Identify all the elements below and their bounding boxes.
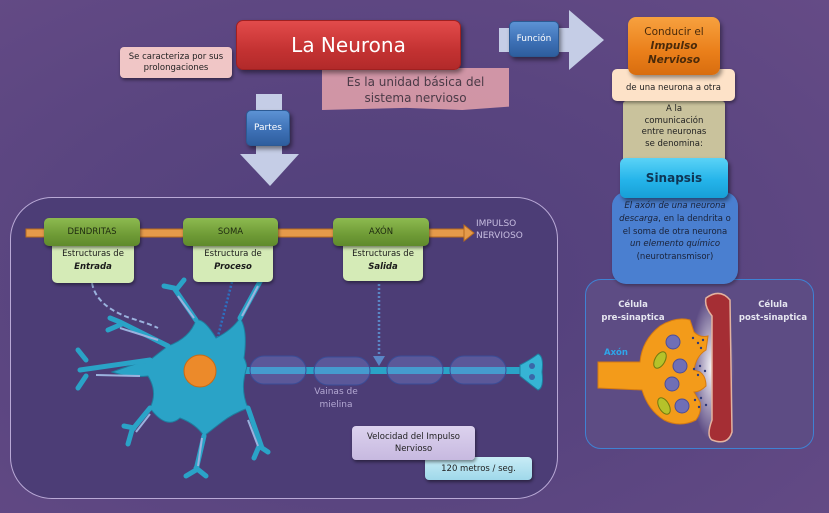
comunicacion-note: A la comunicación entre neuronas se deno… bbox=[623, 101, 725, 159]
desc-italic-1: El axón de una neurona descarga bbox=[619, 201, 726, 224]
mitochondria bbox=[653, 351, 671, 415]
dendritas-desc-line: Estructuras de bbox=[62, 249, 124, 259]
comunicacion-line: A la bbox=[665, 104, 683, 114]
synaptic-vesicles bbox=[664, 334, 690, 414]
neurotransmitters bbox=[691, 336, 708, 409]
axon bbox=[240, 353, 543, 391]
comunicacion-line: se denomina: bbox=[645, 138, 703, 149]
conducir-impulso-box: Conducir el Impulso Nervioso bbox=[628, 17, 720, 75]
vainas-mielina-label: Vainas de mielina bbox=[306, 386, 366, 412]
post-label-line2: post-sinaptica bbox=[738, 313, 808, 323]
dendritas-connector bbox=[91, 282, 159, 329]
velocidad-impulso-box: Velocidad del Impulso Nervioso bbox=[352, 426, 475, 460]
impulso-nervioso-label: IMPULSO NERVIOSO bbox=[476, 218, 523, 242]
post-synaptic-label: Célula post-sinaptica bbox=[738, 299, 808, 325]
comunicacion-line: comunicación bbox=[644, 115, 704, 126]
post-synaptic-cell bbox=[704, 292, 733, 443]
funcion-button[interactable]: Función bbox=[509, 21, 559, 57]
myelin-sheaths bbox=[249, 355, 507, 386]
page-title: La Neurona bbox=[236, 20, 461, 70]
partes-button[interactable]: Partes bbox=[246, 110, 290, 146]
parte-dendritas: DENDRITAS bbox=[44, 218, 140, 246]
velocidad-line1: Velocidad del Impulso bbox=[367, 432, 460, 442]
comunicacion-line: entre neuronas bbox=[641, 127, 707, 137]
vainas-line1: Vainas de bbox=[314, 387, 358, 397]
soma-connector bbox=[214, 281, 234, 345]
parte-dendritas-desc: Estructuras de Entrada bbox=[52, 245, 134, 283]
desc-italic-3: un elemento químico bbox=[629, 239, 721, 250]
pre-label-line1: Célula bbox=[618, 300, 648, 310]
impulso-line2: NERVIOSO bbox=[476, 231, 523, 241]
velocidad-value-box: 120 metros / seg. bbox=[425, 457, 532, 480]
axon-emph: Salida bbox=[368, 261, 398, 272]
conducir-line2: Impulso bbox=[650, 40, 698, 52]
conducir-line3: Nervioso bbox=[647, 54, 701, 66]
parte-axon-desc: Estructuras de Salida bbox=[343, 245, 423, 281]
pre-synaptic-terminal bbox=[597, 318, 709, 425]
prolongaciones-note: Se caracteriza por sus prolongaciones bbox=[120, 47, 232, 78]
pre-label-line2: pre-sinaptica bbox=[601, 313, 665, 323]
conducir-line1: Conducir el bbox=[644, 26, 704, 38]
velocidad-line2: Nervioso bbox=[394, 444, 433, 454]
parte-soma-desc: Estructura de Proceso bbox=[193, 245, 273, 282]
pre-synaptic-label: Célula pre-sinaptica bbox=[598, 299, 668, 325]
dendritas-emph: Entrada bbox=[74, 261, 112, 272]
sinapsis-description: El axón de una neurona descarga, en la d… bbox=[612, 192, 738, 284]
axon-label: Axón bbox=[604, 348, 628, 358]
desc-text-4: (neurotransmisor) bbox=[636, 252, 714, 263]
nucleus bbox=[183, 354, 217, 388]
axon-desc-line: Estructuras de bbox=[352, 249, 414, 259]
soma-emph: Proceso bbox=[214, 261, 252, 272]
parte-axon: AXÓN bbox=[333, 218, 429, 246]
parte-soma: SOMA bbox=[183, 218, 278, 246]
sinapsis-box: Sinapsis bbox=[620, 158, 728, 198]
neuron-cell-body bbox=[75, 269, 273, 479]
desc-text-2: , en la dendrita o el soma de otra neuro… bbox=[622, 213, 731, 237]
unidad-basica-note: Es la unidad básica del sistema nervioso bbox=[322, 68, 509, 110]
impulso-line1: IMPULSO bbox=[476, 219, 517, 229]
post-label-line1: Célula bbox=[758, 300, 788, 310]
vainas-line2: mielina bbox=[319, 400, 353, 410]
soma-desc-line: Estructura de bbox=[204, 249, 262, 259]
